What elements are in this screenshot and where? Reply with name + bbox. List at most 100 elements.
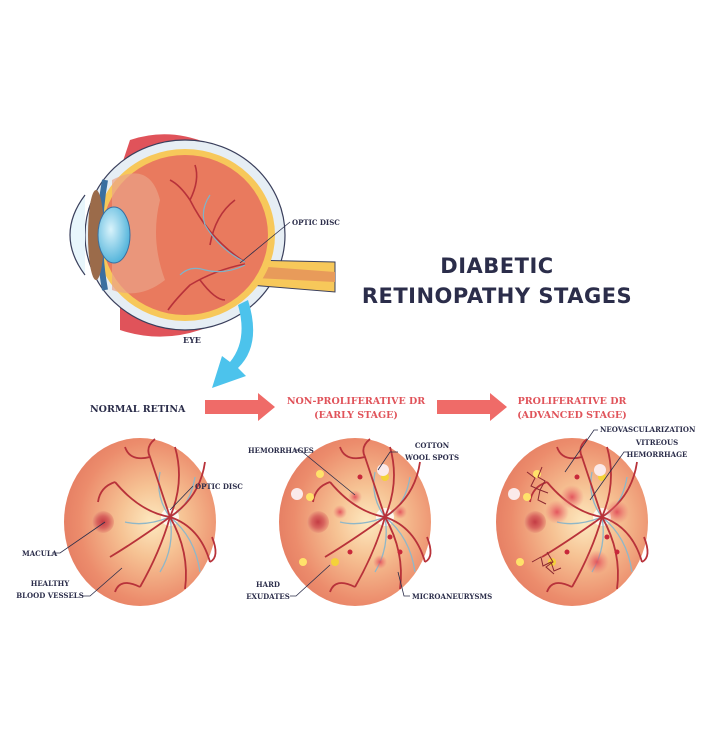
- hemorrhage: [560, 485, 584, 509]
- hard-exudate: [516, 558, 524, 566]
- hemorrhage: [348, 490, 362, 504]
- cotton-wool-spot: [291, 488, 303, 500]
- optic-disc-label: OPTIC DISC: [292, 218, 340, 227]
- neovascular-vessel: [545, 551, 555, 575]
- eye-illustration: [69, 134, 336, 337]
- blood-vessel: [546, 582, 573, 593]
- blood-vessel: [97, 481, 116, 503]
- vein: [339, 516, 386, 525]
- blood-vessel: [384, 461, 421, 518]
- microaneurysm: [357, 474, 363, 480]
- blood-vessel: [329, 481, 386, 518]
- blood-vessel: [529, 481, 548, 503]
- blood-vessel: [312, 481, 331, 503]
- hard-exudate: [306, 493, 314, 501]
- vein: [169, 516, 201, 573]
- microaneurysm: [397, 549, 403, 555]
- blue-arrow-icon: [212, 300, 254, 388]
- cotton-wool-spot: [377, 464, 389, 476]
- blood-vessel: [556, 446, 583, 460]
- cotton-wool-spot: [508, 488, 520, 500]
- retina-fundus: [64, 438, 216, 606]
- microaneurysm: [614, 549, 620, 555]
- blood-vessel: [424, 536, 432, 563]
- microaneurysms-label: MICROANEURYSMS: [412, 592, 492, 601]
- neovascular-vessel: [526, 471, 547, 505]
- neovascular-vessel: [531, 556, 562, 572]
- microaneurysm: [574, 474, 580, 480]
- vein: [590, 471, 603, 518]
- arrow-right-icon: [205, 393, 275, 421]
- retina-early: [279, 438, 432, 606]
- cotton-wool-label-2: WOOL SPOTS: [404, 453, 459, 462]
- title-line-2: RETINOPATHY STAGES: [362, 284, 632, 308]
- blood-vessel: [124, 446, 151, 460]
- retina-fundus: [496, 438, 648, 606]
- neovascular-vessel: [537, 466, 549, 494]
- hemorrhage: [585, 550, 609, 574]
- vein: [124, 516, 171, 525]
- vein: [384, 516, 416, 573]
- blood-vessel: [139, 516, 171, 588]
- hard-exudates-label-2: EXUDATES: [246, 592, 290, 601]
- hemorrhage: [373, 555, 387, 569]
- retina-advanced: [496, 438, 649, 606]
- vitreous-hemorrhage-label-1: VITREOUS: [635, 438, 678, 447]
- blood-vessel: [571, 516, 603, 588]
- blood-vessel: [169, 446, 180, 518]
- normal-optic-disc-label: OPTIC DISC: [195, 482, 243, 491]
- hard-exudate: [299, 558, 307, 566]
- stage-normal-label: NORMAL RETINA: [90, 404, 186, 415]
- hemorrhage: [333, 505, 347, 519]
- retina-fundus: [279, 438, 431, 606]
- hemorrhages-label: HEMORRHAGES: [248, 446, 314, 455]
- vein: [159, 516, 172, 573]
- eye-label: EYE: [183, 335, 201, 345]
- blood-vessel: [541, 516, 603, 558]
- hemorrhage: [605, 500, 629, 524]
- vein: [158, 471, 171, 518]
- hard-exudate: [331, 558, 339, 566]
- blood-vessel: [384, 446, 395, 518]
- arrow-right-icon: [437, 393, 507, 421]
- retina-normal: [64, 438, 217, 606]
- blood-vessel: [329, 582, 356, 593]
- blood-vessel: [169, 516, 211, 563]
- microaneurysm: [347, 549, 353, 555]
- stage-advanced-label: PROLIFERATIVE DR: [518, 396, 627, 407]
- hard-exudate: [316, 470, 324, 478]
- title-line-1: DIABETIC: [440, 254, 553, 278]
- hard-exudates-label-1: HARD: [256, 580, 280, 589]
- microaneurysm: [387, 534, 393, 540]
- microaneurysm: [604, 534, 610, 540]
- blood-vessel: [601, 446, 612, 518]
- vein: [601, 516, 633, 573]
- blood-vessel: [114, 481, 171, 518]
- vitreous-hemorrhage-label-2: HEMORRHAGE: [627, 450, 688, 459]
- blood-vessel: [114, 582, 141, 593]
- blood-vessel: [339, 446, 366, 460]
- vein: [373, 471, 386, 518]
- neovascularization-label: NEOVASCULARIZATION: [600, 425, 696, 434]
- macula: [524, 511, 546, 533]
- blood-vessel: [169, 461, 206, 518]
- blood-vessel: [324, 516, 386, 558]
- hemorrhage: [545, 500, 569, 524]
- blood-vessel: [209, 536, 217, 563]
- stage-early-sublabel: (EARLY STAGE): [314, 410, 398, 421]
- blood-vessel: [384, 516, 426, 563]
- microaneurysm: [564, 549, 570, 555]
- cotton-wool-spot: [594, 464, 606, 476]
- macula-label: MACULA: [22, 549, 58, 558]
- blood-vessel: [169, 516, 187, 590]
- hemorrhage: [393, 505, 407, 519]
- stage-advanced-sublabel: (ADVANCED STAGE): [517, 410, 627, 421]
- healthy-vessels-label-2: BLOOD VESSELS: [16, 591, 84, 600]
- blood-vessel: [354, 516, 386, 588]
- macula: [307, 511, 329, 533]
- blood-vessel: [641, 536, 649, 563]
- blood-vessel: [109, 516, 171, 558]
- leader-lines: [52, 429, 628, 597]
- cotton-wool-label-1: COTTON: [415, 441, 450, 450]
